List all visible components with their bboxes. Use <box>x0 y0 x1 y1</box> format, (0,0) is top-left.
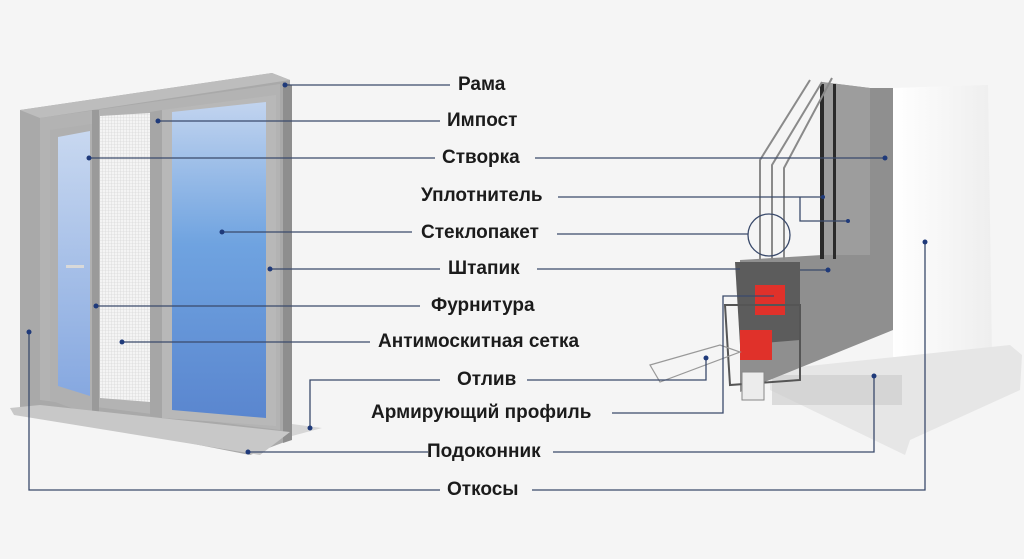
drip-sill-right <box>649 344 742 383</box>
leader-drip-left <box>309 379 440 428</box>
label-seal: Уплотнитель <box>421 185 543 206</box>
window-illustration <box>10 73 322 455</box>
label-mullion: Импост <box>447 110 518 131</box>
drain-profile <box>741 371 765 401</box>
mullion <box>150 110 162 418</box>
leader-sill-right <box>553 376 875 453</box>
leader-seal <box>558 196 848 222</box>
wall-slope <box>893 85 992 357</box>
dot-slopes-right <box>922 239 928 245</box>
sill-chambers <box>772 375 902 405</box>
dot-glass-unit <box>219 229 225 235</box>
label-glass-unit: Стеклопакет <box>421 222 539 243</box>
glass-spacer-2 <box>833 84 836 259</box>
glass-unit-detail-circle <box>747 213 791 257</box>
leader-bead-right <box>537 268 828 271</box>
label-sash: Створка <box>442 147 520 168</box>
dot-hardware <box>93 303 99 309</box>
leader-drip-right <box>527 358 707 381</box>
dot-seal-2 <box>846 219 850 223</box>
window-frame-top-face <box>20 73 290 118</box>
window-sill-left <box>10 405 290 455</box>
glass-panes <box>759 77 833 260</box>
dot-slopes-left <box>26 329 32 335</box>
label-hardware: Фурнитура <box>431 295 535 316</box>
label-frame: Рама <box>458 74 506 95</box>
profile-cross-section <box>649 77 1022 455</box>
profile-light-face <box>822 82 870 255</box>
label-reinforcing-profile: Армирующий профиль <box>371 402 592 423</box>
window-frame-side <box>283 82 292 443</box>
label-window-sill: Подоконник <box>427 441 541 462</box>
reinforcement-lower <box>740 330 772 360</box>
label-slopes: Откосы <box>447 479 519 500</box>
window-handle-icon <box>66 265 84 268</box>
leader-reinforce <box>612 295 774 414</box>
leader-slopes <box>28 242 926 491</box>
dot-net <box>119 339 125 345</box>
dot-sill-left <box>245 449 251 455</box>
dot-sill-right <box>871 373 877 379</box>
dot-seal-1 <box>821 195 825 199</box>
label-mosquito-net: Антимоскитная сетка <box>378 331 580 352</box>
right-glass <box>172 102 266 418</box>
dot-bead-right <box>825 267 831 273</box>
dot-mullion <box>155 118 161 124</box>
dot-frame <box>282 82 288 88</box>
leader-lines <box>28 84 926 491</box>
label-glazing-bead: Штапик <box>448 258 520 279</box>
leader-dots <box>26 82 928 455</box>
dot-sash-right <box>882 155 888 161</box>
hinge-strip <box>92 110 99 420</box>
mosquito-net-panel <box>100 113 150 402</box>
reinforcement-upper <box>755 285 785 315</box>
frame-profile-lower <box>723 304 801 387</box>
label-drip-sill: Отлив <box>457 369 517 390</box>
glass-spacer <box>820 84 824 259</box>
dot-sash-left <box>86 155 92 161</box>
drip-sill-left <box>292 424 322 436</box>
dot-drip-right <box>703 355 709 361</box>
dot-bead-left <box>267 266 273 272</box>
open-sash-glass <box>58 131 90 396</box>
dot-drip-left <box>307 425 313 431</box>
